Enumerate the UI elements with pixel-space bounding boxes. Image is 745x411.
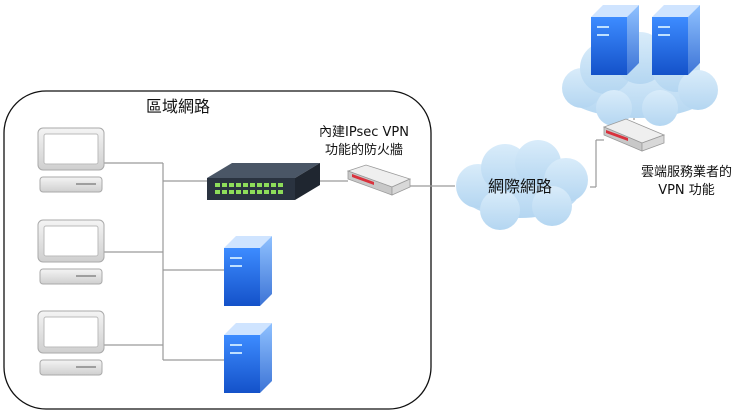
cloud-vpn-router-icon [602, 118, 666, 152]
internet-label: 網際網路 [487, 177, 552, 196]
pc-icon [37, 127, 105, 193]
firewall-router-icon [346, 164, 412, 196]
cloud-server-icon [591, 5, 639, 75]
firewall-label-line2: 功能的防火牆 [324, 143, 403, 158]
local-network-boundary [3, 90, 432, 410]
network-switch-icon [207, 163, 320, 200]
cloud-vpn-label-line1: 雲端服務業者的 [640, 165, 732, 180]
cloud-vpn-label: 雲端服務業者的 VPN 功能 [628, 164, 745, 200]
internet-cloud-icon [456, 140, 588, 230]
firewall-label-line1: 內建IPsec VPN [319, 125, 409, 140]
local-network-label: 區域網路 [145, 97, 210, 116]
cloud-server-icon [652, 5, 700, 75]
local-server-icon [224, 323, 272, 393]
pc-icon [37, 310, 105, 376]
cloud-vpn-label-line2: VPN 功能 [658, 183, 715, 198]
firewall-label: 內建IPsec VPN 功能的防火牆 [304, 124, 424, 160]
pc-icon [37, 219, 105, 285]
local-server-icon [224, 236, 272, 306]
